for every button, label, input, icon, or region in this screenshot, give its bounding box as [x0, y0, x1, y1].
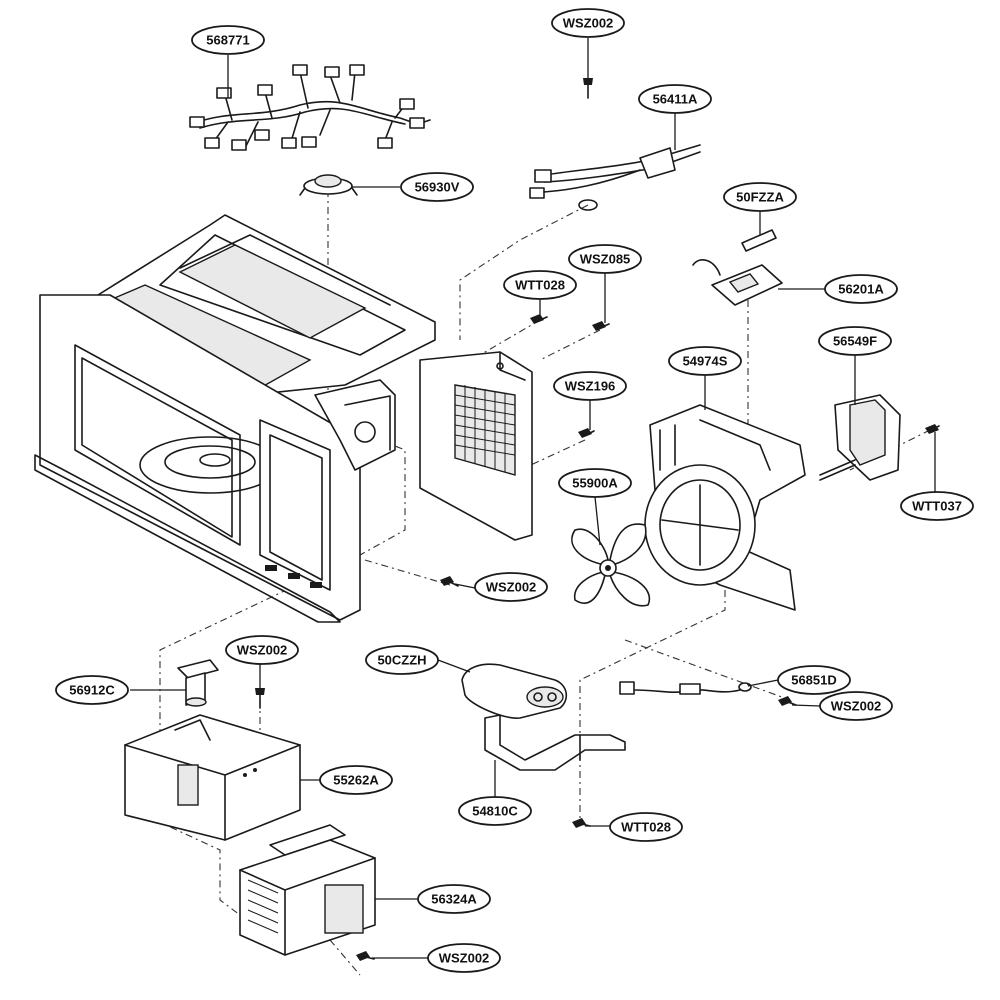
callout-56549F: 56549F — [818, 326, 892, 356]
label-54810C: 54810C — [472, 804, 518, 819]
fan-bracket-part — [644, 404, 806, 611]
label-wsz002-right: WSZ002 — [831, 699, 882, 714]
label-55900A: 55900A — [572, 476, 618, 491]
callout-wsz085: WSZ085 — [568, 244, 642, 274]
callout-wtt028-top: WTT028 — [503, 270, 577, 300]
hv-diode — [619, 681, 752, 695]
oven-cavity-chassis — [34, 214, 533, 623]
label-wsz002-top: WSZ002 — [563, 16, 614, 31]
label-wsz002-mid: WSZ002 — [486, 580, 537, 595]
magnetron — [239, 824, 376, 956]
screws — [255, 78, 940, 961]
label-50CZZH: 50CZZH — [377, 653, 426, 668]
screw-wsz196 — [578, 428, 595, 438]
screw-wtt037 — [925, 424, 940, 434]
thermostat-part — [299, 174, 358, 196]
callout-54974S: 54974S — [668, 346, 742, 376]
capacitor-bracket — [484, 714, 626, 771]
label-55262A: 55262A — [333, 773, 379, 788]
label-wtt028-bottom: WTT028 — [621, 820, 671, 835]
thermal-cutoff-part — [529, 144, 701, 211]
callout-56201A: 56201A — [824, 274, 898, 304]
hv-component-56549F — [819, 394, 901, 481]
callout-56411A: 56411A — [638, 84, 712, 114]
label-wsz002-bottom: WSZ002 — [439, 951, 490, 966]
callout-wsz002-left: WSZ002 — [225, 635, 299, 665]
screw-wtt028-top — [530, 314, 548, 324]
fuse-part — [741, 229, 777, 252]
screw-wsz002-bottom — [356, 951, 375, 961]
assembly-dash-lines — [154, 190, 931, 976]
screw-wsz085 — [592, 321, 610, 331]
callout-56324A: 56324A — [417, 884, 491, 914]
label-56912C: 56912C — [69, 683, 115, 698]
callout-50FZZA: 50FZZA — [723, 182, 797, 212]
screw-wsz002-top — [583, 78, 593, 99]
noise-filter-board — [692, 259, 783, 306]
callout-56851D: 56851D — [777, 665, 851, 695]
label-wsz196: WSZ196 — [565, 379, 616, 394]
label-568771: 568771 — [206, 33, 249, 48]
label-50FZZA: 50FZZA — [736, 190, 784, 205]
callout-55900A: 55900A — [558, 468, 632, 498]
screw-wsz002-left — [255, 688, 265, 709]
label-54974S: 54974S — [683, 354, 728, 369]
label-56411A: 56411A — [653, 92, 698, 107]
callout-wtt037: WTT037 — [900, 491, 974, 521]
callout-56912C: 56912C — [55, 675, 129, 705]
label-56549F: 56549F — [833, 334, 877, 349]
label-wtt028-top: WTT028 — [515, 278, 565, 293]
callout-55262A: 55262A — [319, 765, 393, 795]
label-56851D: 56851D — [791, 673, 837, 688]
label-56324A: 56324A — [431, 892, 477, 907]
callout-wsz002-right: WSZ002 — [819, 691, 893, 721]
callout-56930V: 56930V — [400, 172, 474, 202]
label-56201A: 56201A — [838, 282, 884, 297]
callout-wsz196: WSZ196 — [553, 371, 627, 401]
label-wsz002-left: WSZ002 — [237, 643, 288, 658]
hv-capacitor — [461, 663, 568, 719]
callout-wsz002-bottom: WSZ002 — [427, 943, 501, 973]
fuse-holder — [177, 659, 219, 707]
callout-568771: 568771 — [191, 25, 265, 55]
label-wtt037: WTT037 — [912, 499, 962, 514]
fan-blade-part — [571, 523, 651, 607]
screw-wsz002-mid — [440, 576, 459, 587]
callout-50CZZH: 50CZZH — [365, 645, 439, 675]
label-wsz085: WSZ085 — [580, 252, 631, 267]
callout-wsz002-top: WSZ002 — [551, 8, 625, 38]
wire-harness — [189, 64, 431, 151]
hv-transformer — [124, 714, 301, 841]
leader-lines — [130, 38, 936, 959]
callout-wtt028-bottom: WTT028 — [609, 812, 683, 842]
callout-54810C: 54810C — [458, 796, 532, 826]
callout-wsz002-mid: WSZ002 — [474, 572, 548, 602]
label-56930V: 56930V — [415, 180, 460, 195]
